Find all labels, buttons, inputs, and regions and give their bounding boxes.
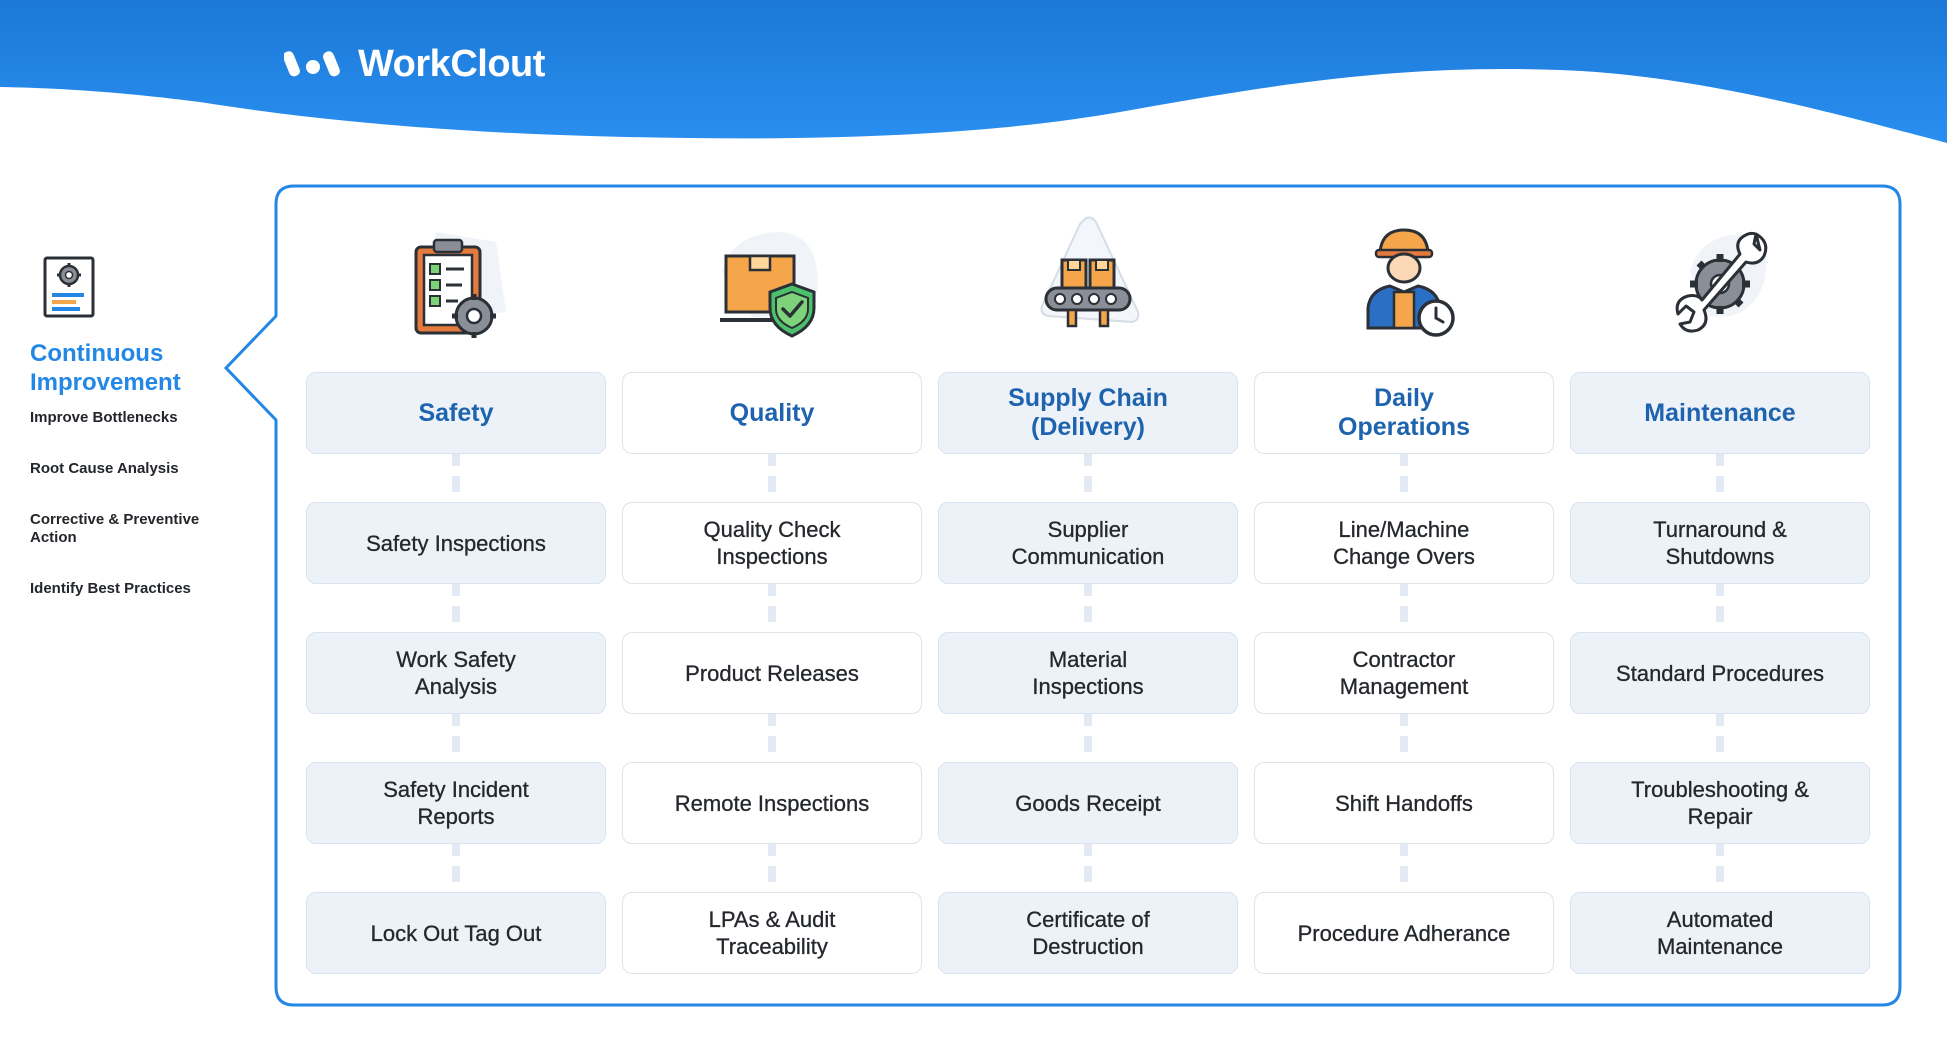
header-banner [0,0,1947,143]
category-title: Daily Operations [1338,384,1470,441]
item-label: Remote Inspections [674,790,870,816]
brand-logo[interactable]: WorkClout [284,40,545,88]
item-label: Quality Check Inspections [703,517,841,569]
category-maintenance[interactable]: Maintenance [1570,372,1870,454]
item-label: Contractor Management [1339,647,1469,699]
item-box[interactable]: Material Inspections [938,632,1238,714]
item-box[interactable]: Shift Handoffs [1254,762,1554,844]
item-box[interactable]: Quality Check Inspections [622,502,922,584]
continuous-improvement-panel: Continuous Improvement Improve Bottlenec… [30,255,245,631]
item-box[interactable]: Turnaround & Shutdowns [1570,502,1870,584]
clipboard-gear-icon [414,232,506,338]
item-label: Line/Machine Change Overs [1333,517,1475,569]
report-gear-icon [43,256,95,318]
item-box[interactable]: Supplier Communication [938,502,1238,584]
item-label: Supplier Communication [1011,517,1165,569]
conveyor-boxes-icon [1040,216,1140,328]
category-daily-operations[interactable]: Daily Operations [1254,372,1554,454]
worker-clock-icon [1366,228,1455,337]
workclout-logo-icon [284,51,340,77]
list-item: Improve Bottlenecks [30,409,178,426]
column-maintenance: Maintenance Turnaround & Shutdowns Stand… [1570,212,1870,982]
column-supply-chain: Supply Chain (Delivery) Supplier Communi… [938,212,1238,982]
category-quality[interactable]: Quality [622,372,922,454]
item-box[interactable]: Troubleshooting & Repair [1570,762,1870,844]
list-item: Root Cause Analysis [30,460,179,477]
item-box[interactable]: Procedure Adherance [1254,892,1554,974]
item-label: Safety Incident Reports [383,777,529,829]
item-label: Material Inspections [1032,647,1144,699]
item-box[interactable]: Line/Machine Change Overs [1254,502,1554,584]
item-box[interactable]: Contractor Management [1254,632,1554,714]
column-daily-operations: Daily Operations Line/Machine Change Ove… [1254,212,1554,982]
item-box[interactable]: Safety Incident Reports [306,762,606,844]
list-item: Identify Best Practices [30,580,191,597]
item-label: LPAs & Audit Traceability [708,907,836,959]
item-box[interactable]: Safety Inspections [306,502,606,584]
item-label: Certificate of Destruction [1026,907,1150,959]
item-label: Turnaround & Shutdowns [1653,517,1787,569]
column-quality: Quality Quality Check Inspections Produc… [622,212,922,982]
item-label: Work Safety Analysis [396,647,516,699]
category-supply-chain[interactable]: Supply Chain (Delivery) [938,372,1238,454]
category-title: Maintenance [1644,398,1796,427]
improvement-list: Improve Bottlenecks Root Cause Analysis … [30,409,245,598]
category-title: Safety [418,398,494,427]
wrench-gear-icon [1675,231,1768,333]
item-label: Automated Maintenance [1657,907,1783,959]
category-title: Supply Chain (Delivery) [1008,384,1168,441]
item-label: Shift Handoffs [1335,790,1473,816]
item-label: Procedure Adherance [1297,920,1511,946]
item-box[interactable]: Work Safety Analysis [306,632,606,714]
continuous-improvement-title: Continuous Improvement [30,340,181,396]
box-shield-check-icon [720,232,818,338]
category-safety[interactable]: Safety [306,372,606,454]
item-label: Safety Inspections [366,530,546,556]
item-box[interactable]: Automated Maintenance [1570,892,1870,974]
item-box[interactable]: Goods Receipt [938,762,1238,844]
item-label: Standard Procedures [1616,660,1824,686]
item-label: Goods Receipt [1015,790,1161,816]
list-item: Corrective & Preventive Action [30,511,200,546]
item-box[interactable]: Remote Inspections [622,762,922,844]
category-title: Quality [729,398,815,427]
brand-name: WorkClout [358,42,545,85]
item-label: Lock Out Tag Out [370,920,542,946]
item-box[interactable]: Standard Procedures [1570,632,1870,714]
item-label: Troubleshooting & Repair [1631,777,1809,829]
item-label: Product Releases [685,660,859,686]
item-box[interactable]: Product Releases [622,632,922,714]
item-box[interactable]: Lock Out Tag Out [306,892,606,974]
column-safety: Safety Safety Inspections Work Safety An… [306,212,606,982]
item-box[interactable]: LPAs & Audit Traceability [622,892,922,974]
item-box[interactable]: Certificate of Destruction [938,892,1238,974]
